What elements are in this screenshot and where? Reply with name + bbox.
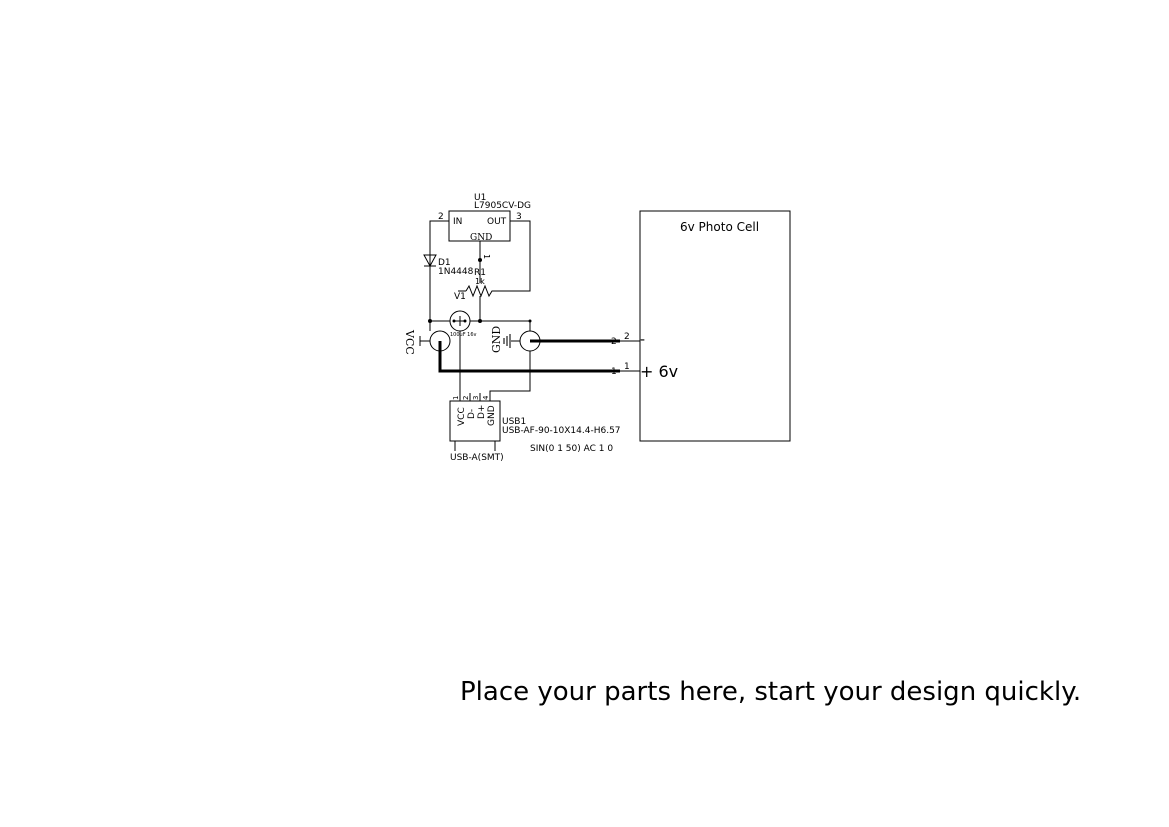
usb-pin-gnd: GND bbox=[487, 405, 497, 426]
usb-pin-dplus: D+ bbox=[477, 405, 487, 419]
source-spec: SIN(0 1 50) AC 1 0 bbox=[530, 444, 613, 454]
usb-connector[interactable]: VCC D- D+ GND 1 2 3 4 USB1 USB-AF-90-10X… bbox=[449, 331, 621, 463]
usb-body bbox=[449, 400, 501, 442]
usb-pin-num-1: 1 bbox=[452, 396, 460, 400]
regulator-pin-out-num: 3 bbox=[516, 212, 522, 222]
net-label-1: 1 bbox=[611, 367, 617, 377]
buses: 2 1 bbox=[438, 337, 640, 377]
regulator-designator: U1 bbox=[474, 193, 486, 203]
net-label-2: 2 bbox=[611, 337, 617, 347]
regulator-pin-gnd-num: 1 bbox=[482, 254, 491, 259]
regulator-u1[interactable]: U1 L7905CV-DG IN OUT GND 2 3 1 bbox=[438, 193, 531, 259]
diode-d1[interactable]: D1 1N4448 bbox=[423, 254, 474, 277]
photocell-pin-minus: - bbox=[640, 332, 645, 348]
sheet-note: Place your parts here, start your design… bbox=[460, 677, 1081, 707]
usb-pin-vcc: VCC bbox=[457, 407, 467, 426]
usb-part: USB-AF-90-10X14.4-H6.57 bbox=[502, 426, 621, 436]
vcc-label: VCC bbox=[403, 329, 416, 355]
photocell-pin-plus: + 6v bbox=[640, 362, 678, 381]
resistor-r1[interactable]: R1 1k bbox=[458, 268, 494, 298]
junction-wires bbox=[428, 296, 532, 331]
resistor-value: 1k bbox=[475, 277, 485, 286]
regulator-pin-out: OUT bbox=[487, 217, 507, 227]
usb-designator: USB1 bbox=[502, 417, 526, 427]
diode-designator: D1 bbox=[438, 258, 451, 268]
source-note: 100uF 16v bbox=[450, 332, 477, 338]
usb-pin-dminus: D- bbox=[467, 409, 477, 419]
resistor-symbol bbox=[465, 284, 494, 298]
regulator-pin-in: IN bbox=[453, 217, 462, 227]
gnd-label: GND bbox=[490, 326, 503, 353]
photocell[interactable]: 6v Photo Cell 2 1 - + 6v bbox=[624, 210, 791, 442]
photocell-title: 6v Photo Cell bbox=[680, 220, 759, 234]
diode-part: 1N4448 bbox=[438, 267, 474, 277]
regulator-wires bbox=[429, 220, 531, 321]
regulator-pin-gnd: GND bbox=[470, 233, 492, 243]
regulator-part: L7905CV-DG bbox=[474, 201, 531, 211]
regulator-pin-in-num: 2 bbox=[438, 212, 444, 222]
usb-pin-num-2: 2 bbox=[462, 396, 470, 400]
usb-footprint: USB-A(SMT) bbox=[450, 453, 504, 463]
source-designator: V1 bbox=[454, 292, 466, 302]
photocell-pin2-num: 2 bbox=[624, 332, 630, 342]
resistor-designator: R1 bbox=[474, 268, 486, 278]
photocell-body bbox=[639, 210, 791, 442]
diode-symbol bbox=[423, 254, 437, 268]
vcc-port[interactable]: VCC bbox=[403, 329, 451, 355]
gnd-port[interactable]: GND bbox=[490, 326, 541, 353]
usb-pin-num-4: 4 bbox=[482, 395, 490, 400]
usb-pin-num-3: 3 bbox=[472, 396, 480, 400]
photocell-pin1-num: 1 bbox=[624, 362, 630, 372]
